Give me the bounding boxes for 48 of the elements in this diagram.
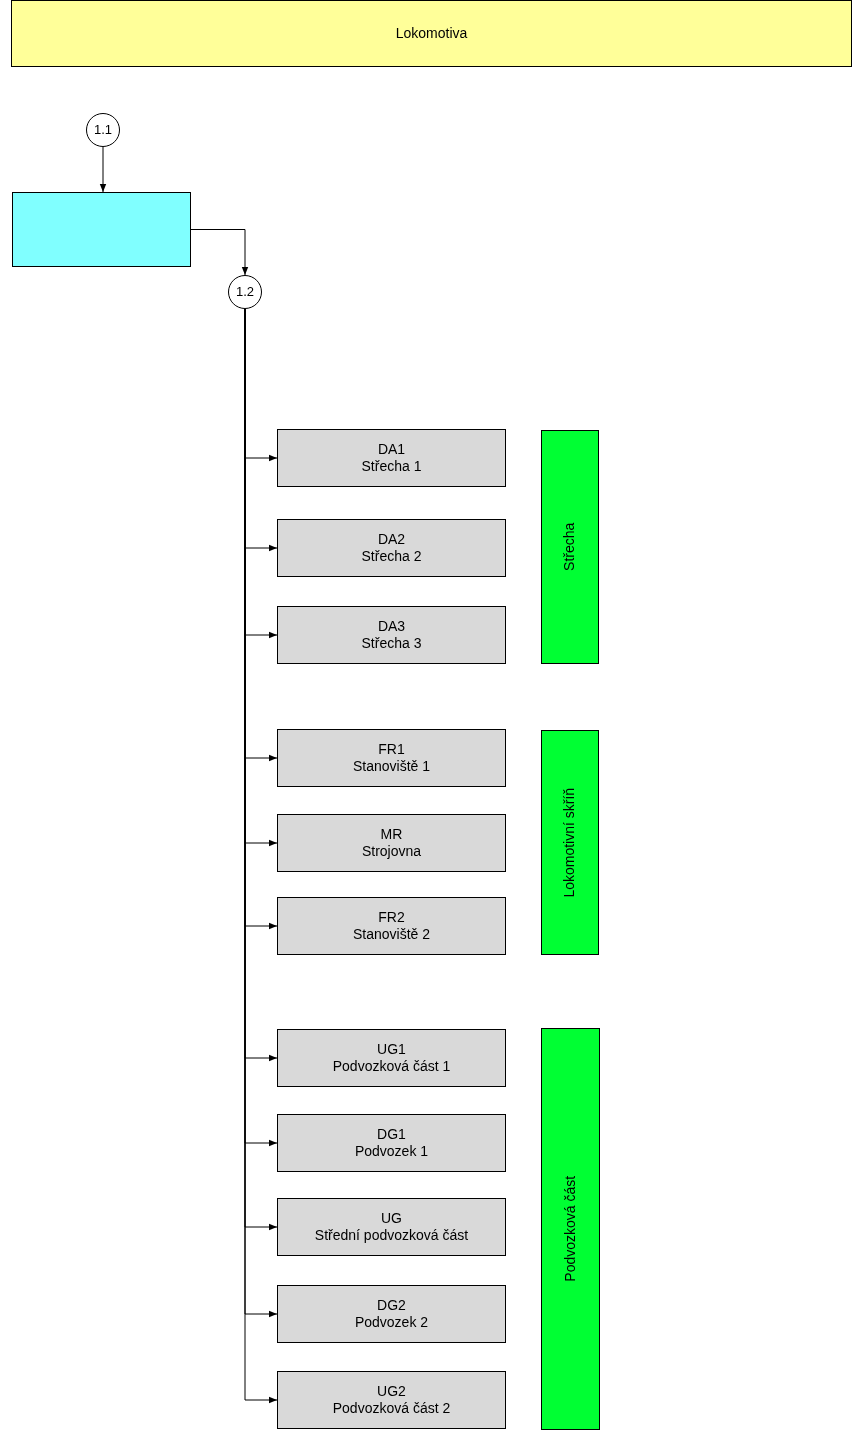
- component-code: MR: [380, 825, 403, 843]
- component-name: Stanoviště 1: [352, 758, 431, 776]
- component-code: DG1: [377, 1125, 406, 1143]
- component-name: Střecha 1: [361, 458, 422, 476]
- group-label: Lokomotivní skříň: [561, 787, 579, 898]
- component-code: FR2: [378, 908, 405, 926]
- component-box: [277, 1029, 506, 1087]
- component-code: DA1: [377, 440, 406, 458]
- component-name: Strojovna: [361, 843, 422, 861]
- connector-circle: [86, 113, 120, 147]
- title-band: [11, 0, 852, 67]
- component-box: [277, 729, 506, 787]
- component-box: [277, 519, 506, 577]
- group-band: [541, 430, 599, 664]
- component-code: UG: [381, 1209, 402, 1227]
- connector-number: 1.1: [93, 121, 113, 139]
- group-label: Střecha: [561, 522, 579, 572]
- connector-number: 1.2: [235, 283, 255, 301]
- group-band: [541, 730, 599, 955]
- component-name: Podvozek 1: [354, 1143, 429, 1161]
- component-name: Podvozková část 1: [332, 1058, 451, 1076]
- component-name: Střecha 2: [361, 548, 422, 566]
- component-box: [277, 1371, 506, 1429]
- arrow: [99, 146, 107, 193]
- component-name: Střední podvozková část: [314, 1227, 469, 1245]
- component-box: [277, 606, 506, 664]
- component-code: FR1: [378, 740, 405, 758]
- component-box: [277, 1198, 506, 1256]
- group-label: Podvozková část: [561, 1176, 579, 1282]
- component-code: UG1: [377, 1040, 406, 1058]
- component-name: Střecha 3: [361, 635, 422, 653]
- component-name: Podvozek 2: [354, 1314, 429, 1332]
- process-box: [12, 192, 191, 267]
- component-code: DG2: [377, 1296, 406, 1314]
- arrow: [190, 229, 249, 276]
- component-code: DA3: [377, 617, 406, 635]
- connector-circle: [228, 275, 262, 309]
- component-name: Stanoviště 2: [352, 926, 431, 944]
- group-band: [541, 1028, 600, 1430]
- component-box: [277, 1285, 506, 1343]
- component-name: Podvozková část 2: [332, 1400, 451, 1418]
- component-box: [277, 897, 506, 955]
- heading-text: Lokomotiva: [395, 24, 468, 43]
- component-code: DA2: [377, 530, 406, 548]
- component-box: [277, 814, 506, 872]
- component-code: UG2: [377, 1382, 406, 1400]
- component-box: [277, 1114, 506, 1172]
- component-box: [277, 429, 506, 487]
